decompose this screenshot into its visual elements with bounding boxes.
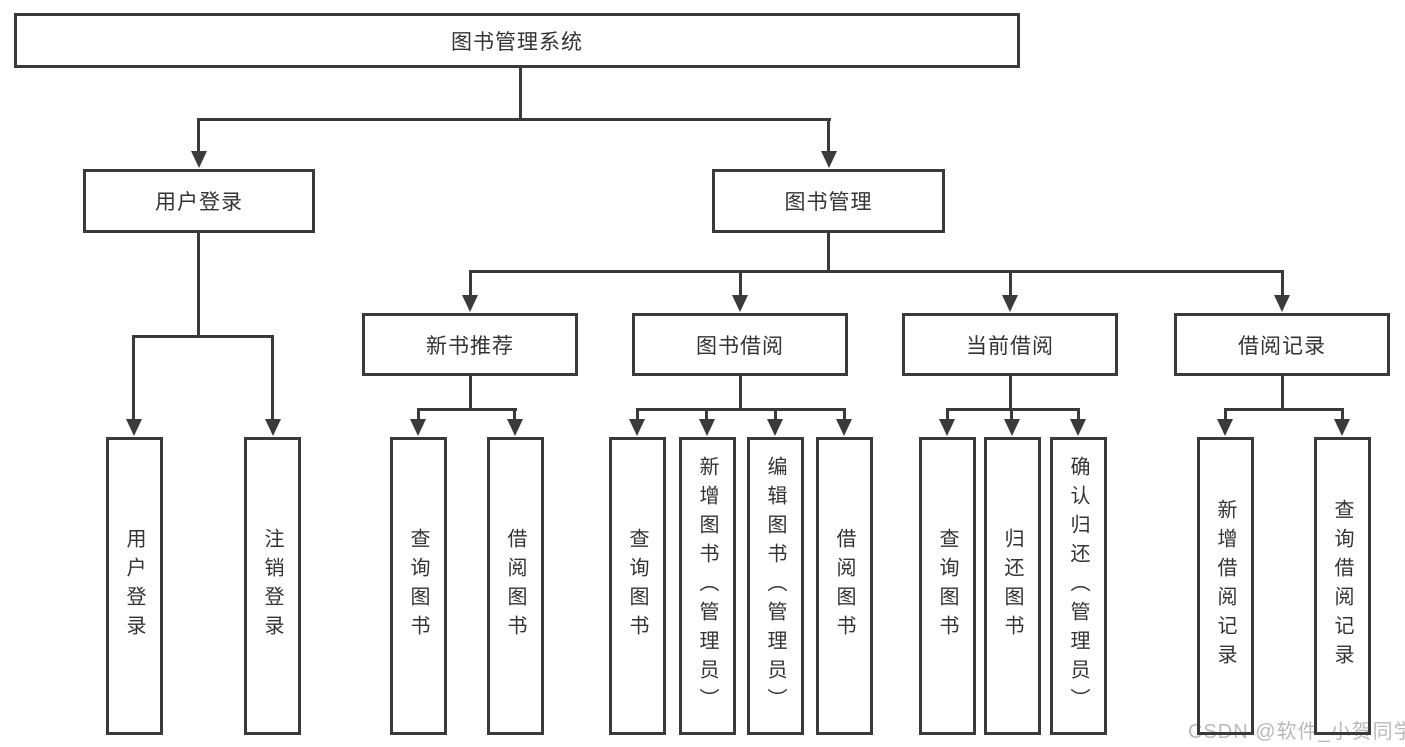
connector-line [843, 408, 846, 421]
connector-line [774, 408, 777, 421]
connector-line [417, 408, 420, 421]
leaf-query-books-current: 查询图书 [919, 437, 976, 735]
node-label: 归还图书 [1001, 528, 1023, 644]
connector-line [519, 68, 522, 120]
arrow-down-icon [126, 419, 142, 436]
connector-line [1009, 270, 1012, 297]
connector-line [1281, 270, 1284, 297]
node-user-login-branch: 用户登录 [83, 169, 315, 233]
node-label: 编辑图书（管理员） [764, 455, 786, 717]
node-label: 新增图书（管理员） [696, 455, 718, 717]
connector-line [469, 270, 1284, 273]
arrow-down-icon [265, 419, 281, 436]
leaf-edit-book-admin: 编辑图书（管理员） [747, 437, 804, 735]
node-label: 借阅记录 [1238, 334, 1326, 358]
node-root: 图书管理系统 [14, 13, 1020, 68]
connector-line [739, 376, 742, 410]
connector-line [469, 270, 472, 297]
node-new-book-recommend: 新书推荐 [362, 313, 578, 376]
connector-line [946, 408, 949, 421]
arrow-down-icon [1004, 419, 1020, 436]
node-label: 确认归还（管理员） [1067, 455, 1089, 717]
leaf-borrow-books-recommend: 借阅图书 [487, 437, 544, 735]
node-label: 查询图书 [626, 528, 648, 644]
connector-line [417, 408, 517, 411]
connector-line [197, 118, 200, 154]
arrow-down-icon [1274, 295, 1290, 312]
node-label: 借阅图书 [504, 528, 526, 644]
connector-line [1009, 376, 1012, 410]
node-label: 查询借阅记录 [1331, 499, 1353, 673]
arrow-down-icon [699, 419, 715, 436]
connector-line [946, 408, 1080, 411]
arrow-down-icon [821, 151, 837, 168]
connector-line [705, 408, 708, 421]
leaf-logout: 注销登录 [244, 437, 301, 735]
arrow-down-icon [1070, 419, 1086, 436]
connector-line [513, 408, 516, 421]
node-label: 用户登录 [155, 191, 243, 214]
node-label: 当前借阅 [966, 334, 1054, 358]
leaf-query-borrow-record: 查询借阅记录 [1314, 437, 1371, 735]
node-book-borrow: 图书借阅 [632, 313, 848, 376]
connector-line [739, 270, 742, 297]
node-label: 借阅图书 [833, 528, 855, 644]
node-borrow-records: 借阅记录 [1174, 313, 1390, 376]
connector-line [636, 408, 639, 421]
leaf-return-book: 归还图书 [984, 437, 1041, 735]
arrow-down-icon [1002, 295, 1018, 312]
watermark-text: CSDN @软件_小贺同学 [1188, 721, 1405, 743]
node-label: 新书推荐 [426, 334, 514, 358]
arrow-down-icon [939, 419, 955, 436]
arrow-down-icon [732, 295, 748, 312]
node-label: 图书借阅 [696, 334, 784, 358]
arrow-down-icon [767, 419, 783, 436]
arrow-down-icon [462, 295, 478, 312]
arrow-down-icon [1334, 419, 1350, 436]
node-label: 查询图书 [936, 528, 958, 644]
leaf-borrow-books: 借阅图书 [816, 437, 873, 735]
connector-line [827, 233, 830, 272]
leaf-query-books-borrow: 查询图书 [609, 437, 666, 735]
arrow-down-icon [1217, 419, 1233, 436]
connector-line [469, 376, 472, 410]
node-label: 用户登录 [123, 528, 145, 644]
connector-line [1224, 408, 1344, 411]
connector-line [1224, 408, 1227, 421]
leaf-query-books-recommend: 查询图书 [390, 437, 447, 735]
node-current-borrow: 当前借阅 [902, 313, 1118, 376]
connector-line [1341, 408, 1344, 421]
leaf-add-book-admin: 新增图书（管理员） [679, 437, 736, 735]
leaf-add-borrow-record: 新增借阅记录 [1197, 437, 1254, 735]
node-label: 新增借阅记录 [1214, 499, 1236, 673]
node-label: 图书管理 [784, 191, 873, 214]
connector-line [132, 335, 135, 421]
arrow-down-icon [410, 419, 426, 436]
arrow-down-icon [191, 151, 207, 168]
node-label: 图书管理系统 [451, 30, 583, 54]
connector-line [827, 118, 830, 154]
node-label: 注销登录 [261, 528, 283, 644]
arrow-down-icon [507, 419, 523, 436]
connector-line [271, 335, 274, 421]
arrow-down-icon [836, 419, 852, 436]
connector-line [132, 335, 274, 338]
connector-line [1077, 408, 1080, 421]
connector-line [636, 408, 846, 411]
node-book-management: 图书管理 [712, 169, 945, 233]
connector-line [197, 233, 200, 337]
node-label: 查询图书 [407, 528, 429, 644]
leaf-user-login: 用户登录 [106, 437, 163, 735]
connector-line [1010, 408, 1013, 421]
connector-line [197, 118, 831, 121]
leaf-confirm-return-admin: 确认归还（管理员） [1050, 437, 1107, 735]
arrow-down-icon [629, 419, 645, 436]
connector-line [1281, 376, 1284, 410]
